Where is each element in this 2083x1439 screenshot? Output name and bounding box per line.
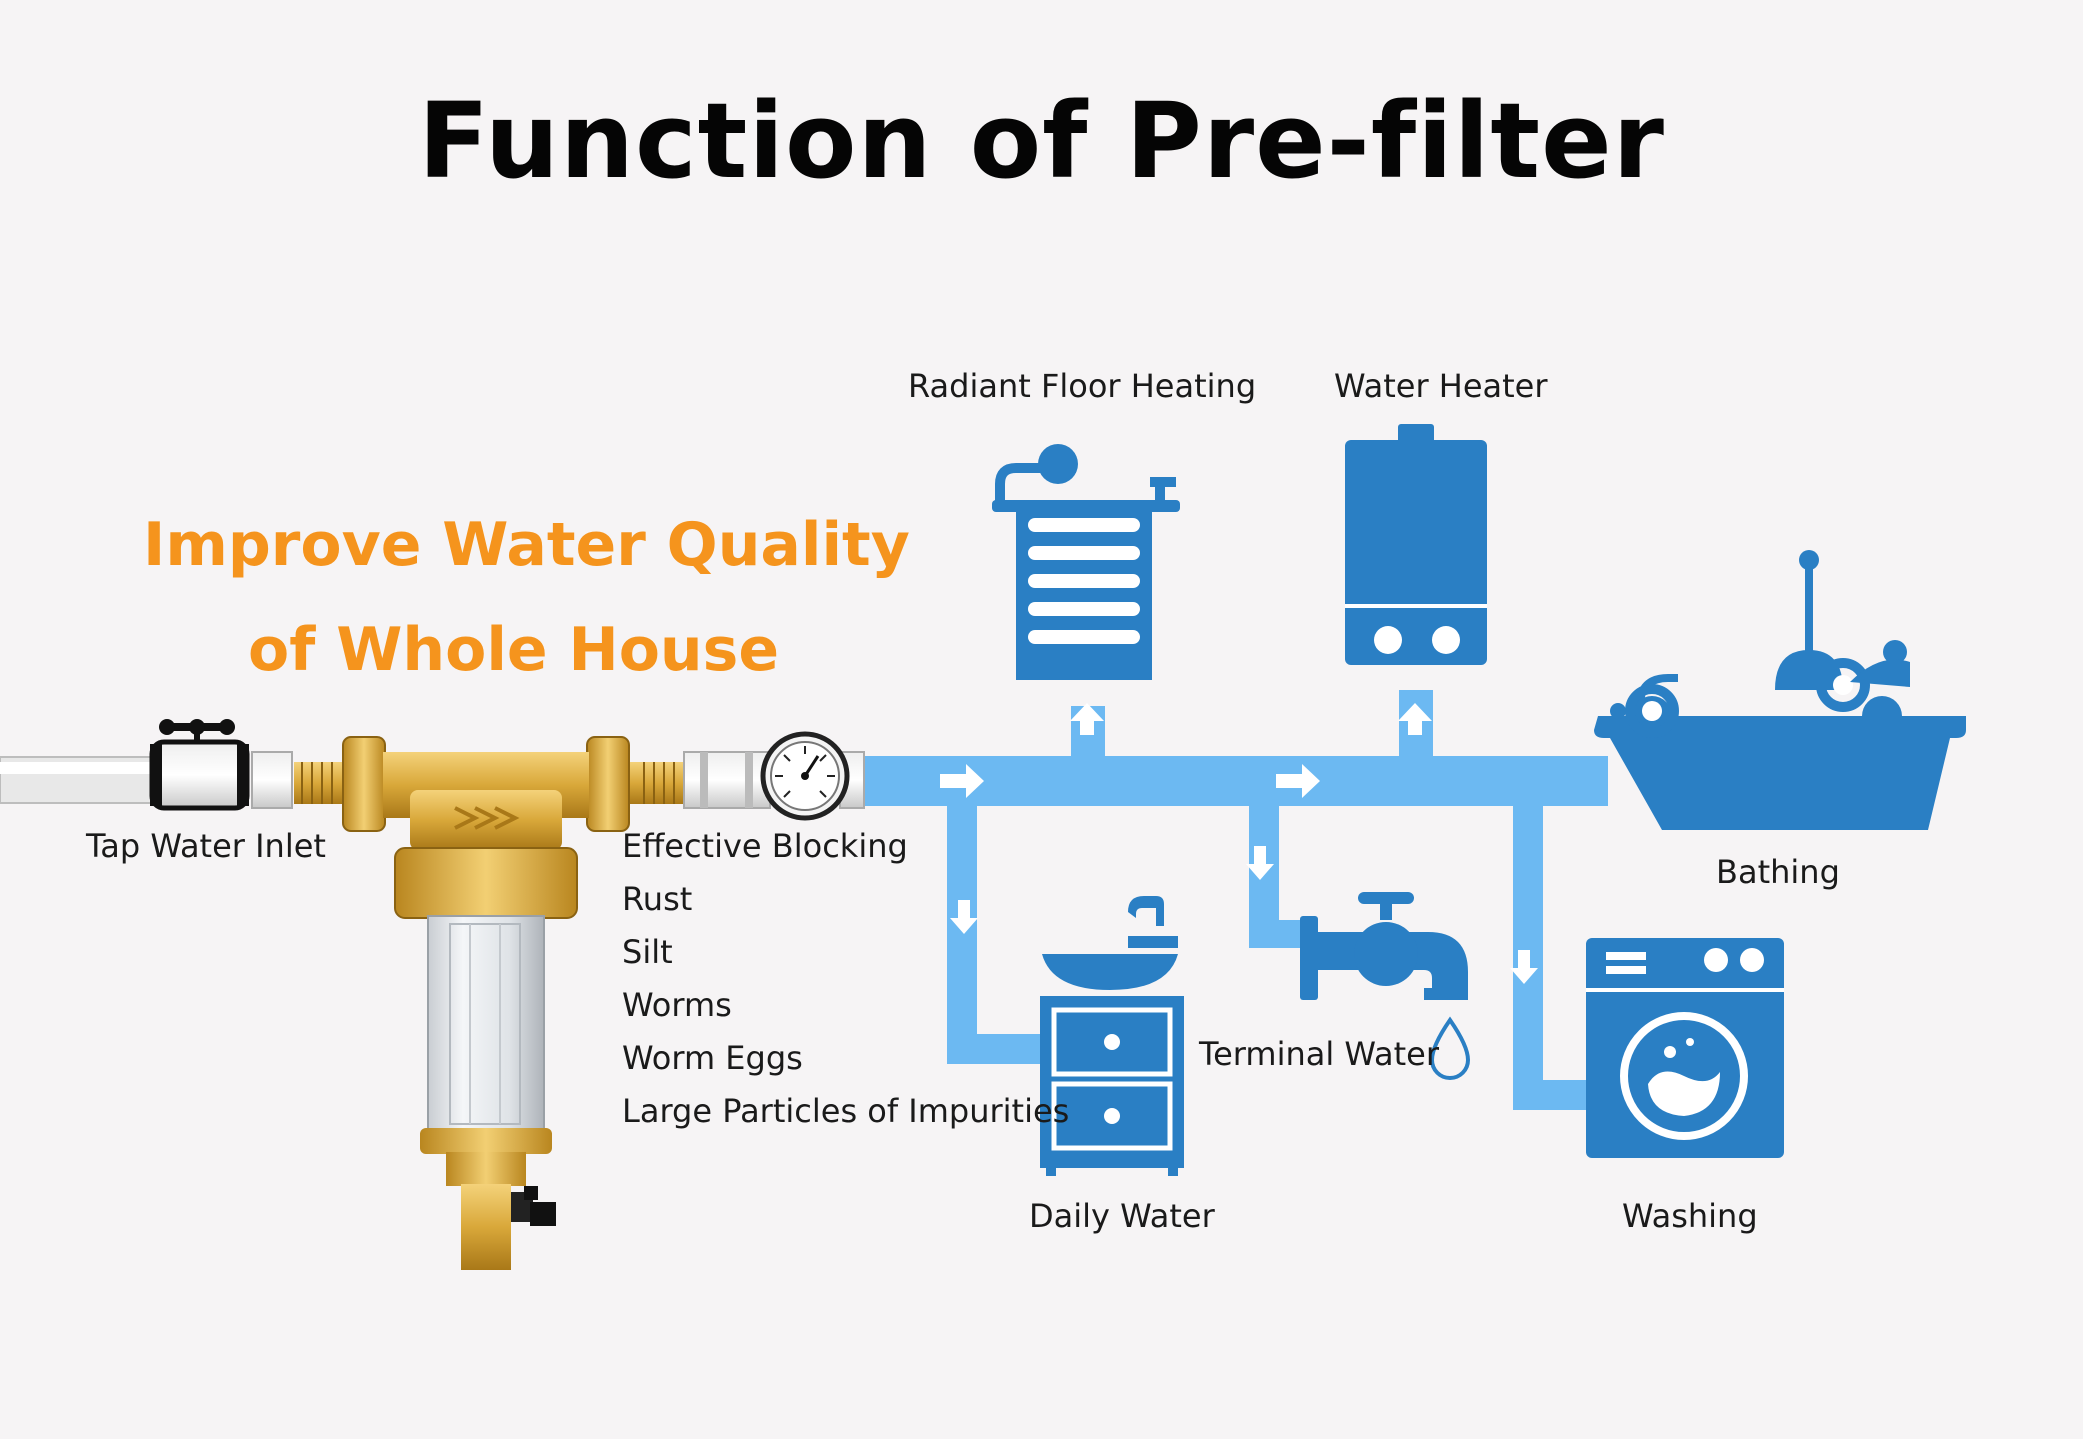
bathtub-icon <box>1594 550 1966 830</box>
flow-arrows <box>940 703 1538 984</box>
blocking-item-worms: Worms <box>622 986 732 1024</box>
headline-line-2: of Whole House <box>248 615 780 685</box>
flow-arrow-down-icon <box>1510 950 1538 984</box>
flow-arrow-right-icon <box>1276 764 1320 798</box>
water-heater-icon <box>1345 424 1487 665</box>
inlet-pipe <box>0 756 161 804</box>
blocking-item-worm-eggs: Worm Eggs <box>622 1039 803 1077</box>
water-pipe-network <box>858 690 1608 1110</box>
label-terminal-water: Terminal Water <box>1199 1035 1439 1073</box>
faucet-icon <box>1300 892 1468 1000</box>
pressure-gauge-icon <box>683 731 865 821</box>
sink-cabinet-icon <box>1040 896 1184 1176</box>
label-tap-water-inlet: Tap Water Inlet <box>86 827 326 865</box>
radiator-icon <box>992 444 1180 680</box>
blocking-list: Effective Blocking Rust Silt Worms Worm … <box>622 820 1069 1138</box>
washing-machine-icon <box>1586 938 1784 1158</box>
label-washing: Washing <box>1622 1197 1758 1235</box>
flow-arrow-up-icon <box>1398 703 1432 735</box>
flow-arrow-right-icon <box>940 764 984 798</box>
flow-arrow-up-icon <box>1070 703 1104 735</box>
blocking-item-rust: Rust <box>622 880 693 918</box>
pre-filter-icon <box>294 736 684 1270</box>
blocking-item-large-particles: Large Particles of Impurities <box>622 1092 1070 1130</box>
blocking-item-silt: Silt <box>622 933 673 971</box>
page-title: Function of Pre-filter <box>418 80 1665 202</box>
headline-line-1: Improve Water Quality <box>143 510 910 580</box>
inlet-valve-icon <box>149 719 293 811</box>
label-daily-water: Daily Water <box>1029 1197 1215 1235</box>
flow-arrow-down-icon <box>1246 846 1274 880</box>
flow-arrow-down-icon <box>950 900 978 934</box>
water-drop-icon <box>1429 1016 1471 1080</box>
label-bathing: Bathing <box>1716 853 1840 891</box>
label-water-heater: Water Heater <box>1334 367 1548 405</box>
blocking-heading: Effective Blocking <box>622 827 908 865</box>
label-radiant-floor-heating: Radiant Floor Heating <box>908 367 1257 405</box>
